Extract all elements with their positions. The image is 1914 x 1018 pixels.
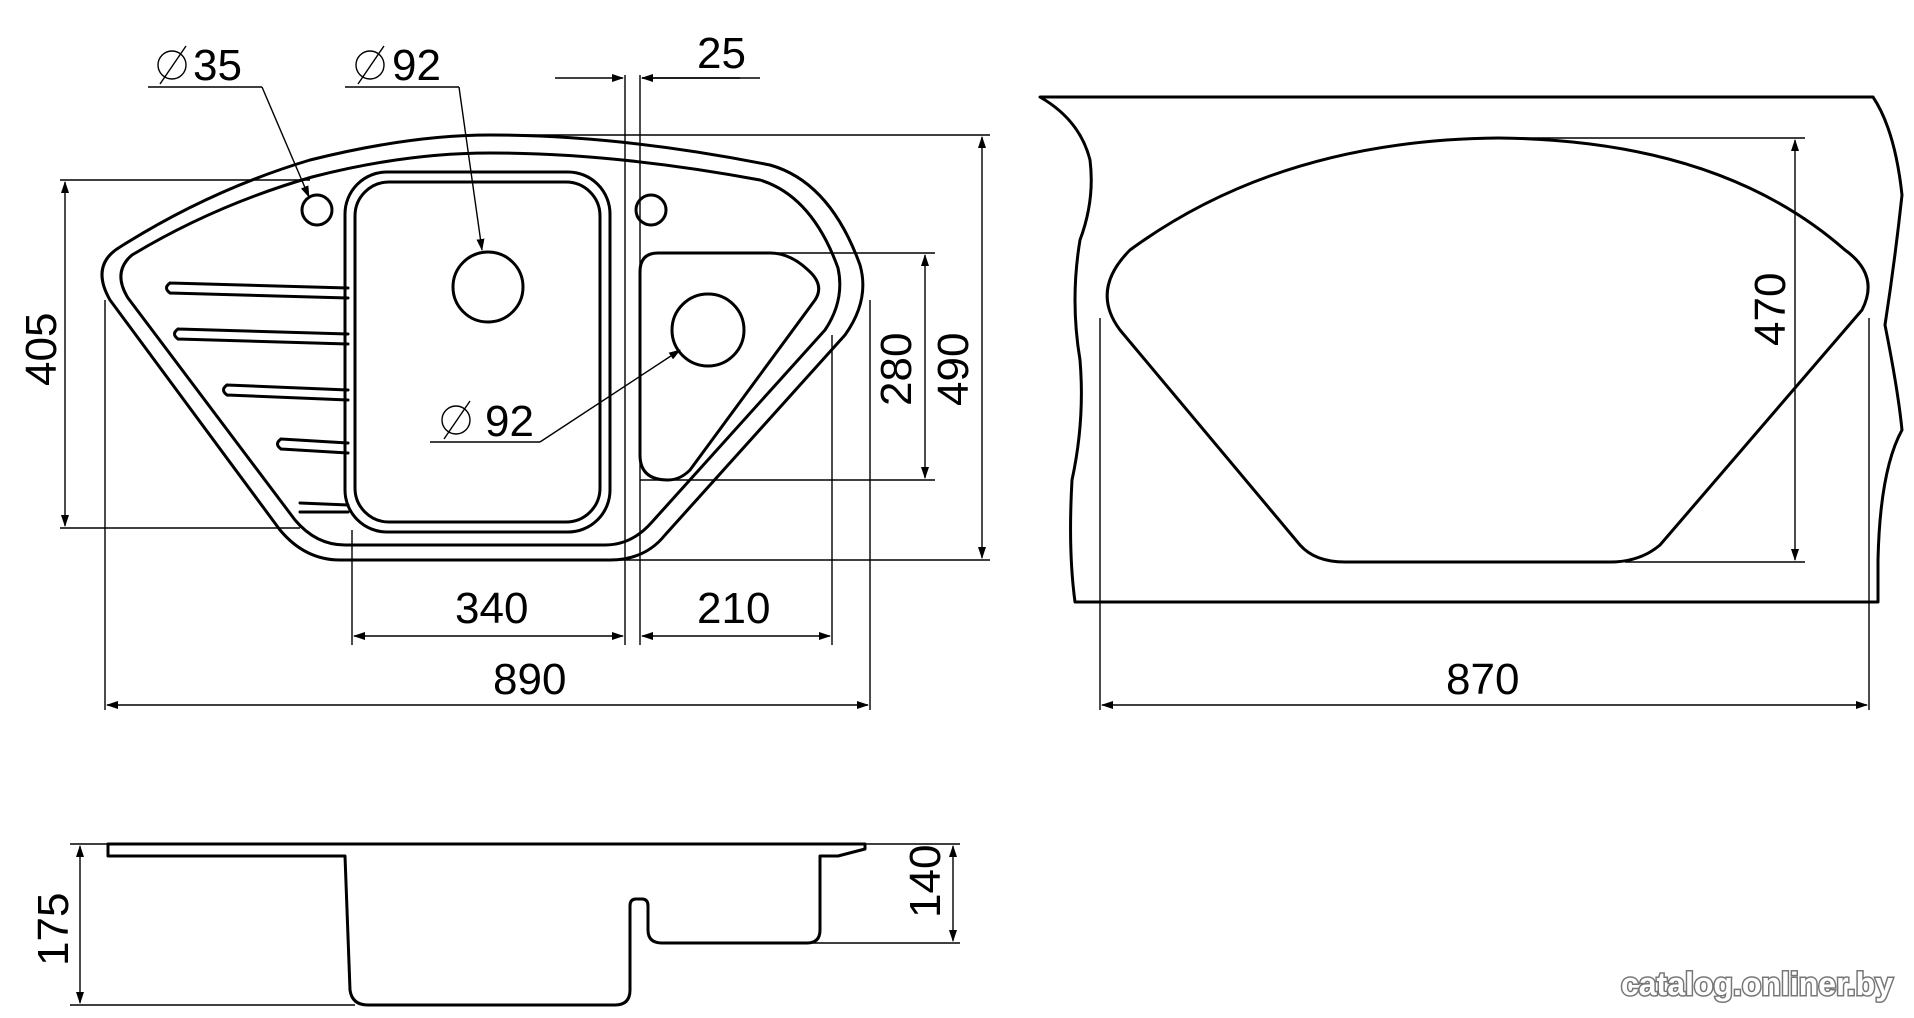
dim-depth-left: 405 xyxy=(17,313,66,386)
drainboard-groove xyxy=(173,327,350,346)
cutout-extension-lines xyxy=(1099,137,1870,710)
dim-depth-total: 490 xyxy=(929,333,978,406)
drainboard-groove xyxy=(222,383,350,402)
dim-bowl-depth: 140 xyxy=(901,845,950,918)
dim-hole-drain-small: 92 xyxy=(485,397,534,446)
dim-small-bowl-depth: 280 xyxy=(872,333,921,406)
main-drain-hole xyxy=(451,250,525,324)
cutout-dimension-lines xyxy=(1101,139,1868,709)
dim-cutout-depth: 470 xyxy=(1746,273,1795,346)
drainboard-grooves xyxy=(165,281,350,514)
cutout-contour xyxy=(1105,136,1870,564)
dim-cutout-width: 870 xyxy=(1446,655,1519,704)
top-view: 35 92 25 92 340 210 890 405 280 490 xyxy=(17,29,990,710)
main-bowl-inner xyxy=(353,180,602,524)
drainboard-groove xyxy=(165,281,350,300)
drainboard-groove xyxy=(276,437,350,455)
tap-hole-right xyxy=(634,193,668,227)
extension-lines xyxy=(60,75,990,710)
diameter-symbols xyxy=(157,45,471,440)
dim-width-total: 890 xyxy=(493,655,566,704)
main-bowl-outer xyxy=(343,170,612,534)
drainboard-groove xyxy=(298,501,350,514)
small-drain-hole xyxy=(670,292,746,368)
dim-hole-tap: 35 xyxy=(193,41,242,90)
countertop-outline xyxy=(1038,95,1904,604)
dimension-lines xyxy=(61,74,986,709)
dim-bowl-main-width: 340 xyxy=(455,584,528,633)
tap-hole-left xyxy=(300,193,334,227)
cutout-view: 870 470 xyxy=(1038,95,1904,710)
dim-hole-drain-main: 92 xyxy=(392,41,441,90)
sink-side-profile xyxy=(106,842,867,1007)
sink-outer-contour xyxy=(100,133,865,562)
sink-inner-rim xyxy=(119,151,842,547)
side-dimension-lines xyxy=(76,845,957,1004)
side-view: 175 140 xyxy=(29,842,960,1007)
watermark: catalog.onliner.by xyxy=(1621,966,1893,1002)
side-extension-lines xyxy=(70,843,960,1006)
dim-gap: 25 xyxy=(697,29,746,78)
leader-lines xyxy=(148,86,681,443)
dim-bowl-small-width: 210 xyxy=(697,584,770,633)
dim-height-total: 175 xyxy=(29,893,78,966)
